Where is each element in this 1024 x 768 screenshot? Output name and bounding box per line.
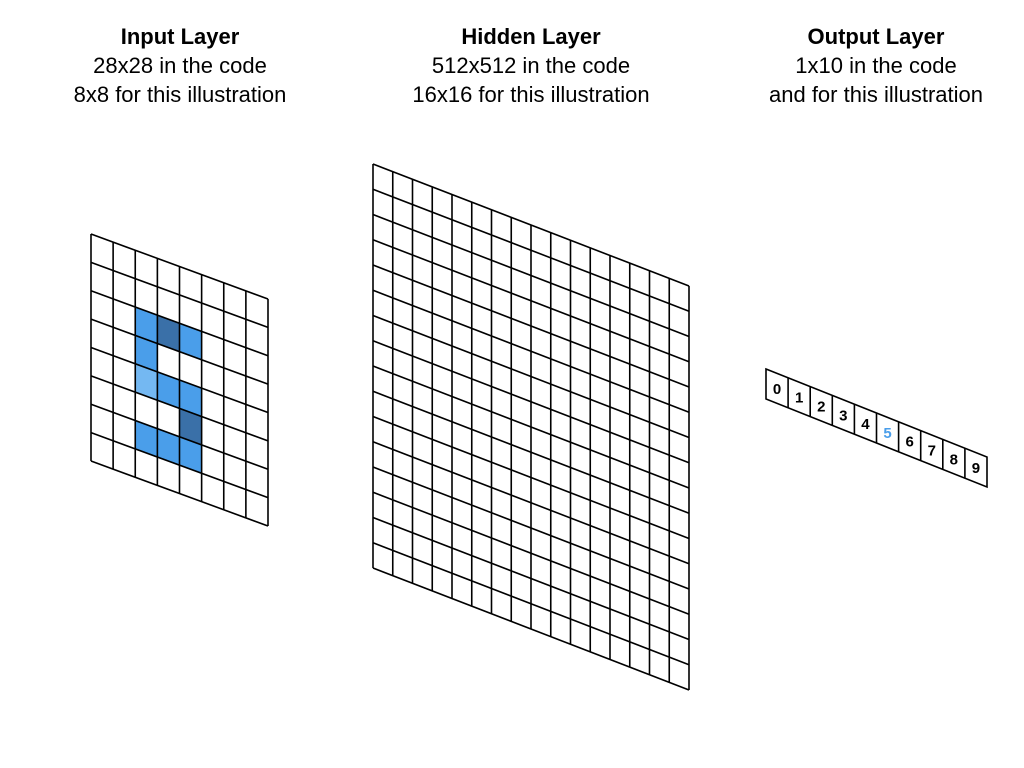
input-grid-highlighted-cell (135, 363, 158, 401)
hidden-grid-row-line (372, 542, 690, 666)
output-layer-code-size: 1x10 in the code (795, 53, 957, 78)
input-grid-highlighted-cell (157, 315, 180, 352)
input-layer-title: Input Layer (120, 24, 240, 49)
output-digit-7: 7 (928, 443, 936, 460)
output-layer-header: Output Layer 1x10 in the code and for th… (736, 22, 1016, 109)
hidden-grid-row-line (372, 390, 690, 514)
input-grid-highlighted-cell (179, 380, 202, 417)
input-grid-highlighted-cell (179, 323, 202, 360)
hidden-grid-row-line (372, 415, 690, 540)
hidden-grid-row-line (372, 516, 690, 641)
output-digit-3: 3 (839, 407, 847, 424)
input-grid-highlighted-cell (157, 428, 180, 466)
output-digit-4: 4 (861, 416, 870, 433)
input-grid-highlighted-cell (157, 371, 180, 409)
input-layer-illustration-size: 8x8 for this illustration (73, 82, 287, 107)
output-digit-5: 5 (883, 425, 891, 442)
input-grid-highlighted-cell (179, 436, 202, 474)
hidden-grid-row-line (372, 491, 690, 615)
output-layer-title: Output Layer (807, 24, 945, 49)
input-grid-highlighted-cell (135, 307, 158, 344)
input-grid-highlighted-cell (179, 408, 202, 445)
input-layer-code-size: 28x28 in the code (93, 53, 267, 78)
input-grid-row-line (90, 403, 269, 471)
output-strip-border (765, 367, 988, 489)
input-grid-highlighted-cell (135, 420, 158, 457)
hidden-layer-code-size: 512x512 in the code (431, 53, 631, 78)
output-digit-2: 2 (817, 399, 825, 416)
input-grid-row-line (90, 431, 269, 499)
hidden-layer-illustration-size: 16x16 for this illustration (412, 82, 650, 107)
hidden-grid-row-line (372, 567, 690, 691)
output-digit-6: 6 (905, 434, 913, 451)
hidden-layer-title: Hidden Layer (461, 24, 601, 49)
input-layer-header: Input Layer 28x28 in the code 8x8 for th… (40, 22, 320, 109)
input-grid-row-line (90, 460, 269, 527)
input-layer-grid (90, 233, 269, 527)
output-digit-9: 9 (972, 460, 980, 477)
output-layer-illustration-size: and for this illustration (769, 82, 983, 107)
output-digit-1: 1 (795, 390, 803, 407)
input-grid-highlighted-cell (135, 335, 158, 372)
hidden-layer-header: Hidden Layer 512x512 in the code 16x16 f… (391, 22, 671, 109)
hidden-grid-row-line (372, 466, 690, 590)
output-digit-8: 8 (950, 451, 958, 468)
input-grid-row-line (90, 375, 269, 442)
hidden-layer-grid (372, 163, 690, 691)
output-digit-0: 0 (773, 381, 781, 398)
hidden-grid-row-line (372, 441, 690, 565)
